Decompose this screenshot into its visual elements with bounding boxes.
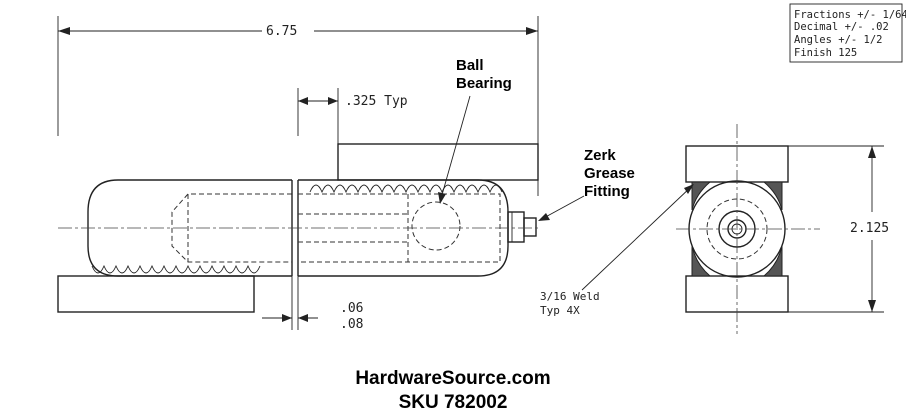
zerk-label-3: Fitting [584,183,630,200]
tolerance-finish: Finish 125 [794,47,857,59]
end-view [676,124,820,334]
weld-bead-bottom [91,264,261,274]
top-leaf-plate [337,143,539,181]
gap-bottom-value: .08 [340,317,363,332]
leaf-offset-value: .325 Typ [345,94,408,109]
tolerance-fractions: Fractions +/- 1/64 [794,9,906,21]
weld-callout: 3/16 Weld Typ 4X [540,184,694,317]
height-dimension: 2.125 [788,145,889,313]
left-barrel [87,179,292,277]
bottom-leaf-plate [57,275,255,313]
ball-bearing [411,201,461,251]
zerk-label-2: Grease [584,165,635,182]
tolerance-decimal: Decimal +/- .02 [794,21,889,33]
overall-length-value: 6.75 [266,24,297,39]
ball-bearing-callout: Ball Bearing [438,57,512,204]
tolerance-block: Fractions +/- 1/64 Decimal +/- .02 Angle… [789,3,906,63]
leaf-offset-dimension: .325 Typ [297,88,408,144]
zerk-fitting [507,211,537,243]
tolerance-angles: Angles +/- 1/2 [794,34,883,46]
height-value: 2.125 [850,221,889,236]
footer-sku: SKU 782002 [399,392,508,413]
footer-site: HardwareSource.com [355,368,550,389]
weld-bead-top [309,184,503,194]
ball-bearing-label-1: Ball [456,57,484,74]
weld-label-1: 3/16 Weld [540,290,600,303]
weld-label-2: Typ 4X [540,304,580,317]
zerk-callout: Zerk Grease Fitting [538,147,635,221]
gap-dimension: .06 .08 [262,276,363,332]
ball-bearing-label-2: Bearing [456,75,512,92]
gap-top-value: .06 [340,301,363,316]
zerk-label-1: Zerk [584,147,616,164]
